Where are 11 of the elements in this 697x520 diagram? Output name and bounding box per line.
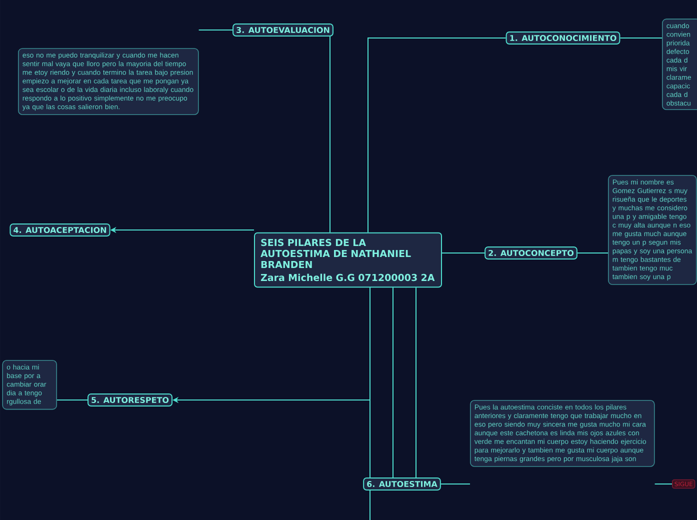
central-topic-box: SEIS PILARES DE LA AUTOESTIMA DE NATHANIEL BRANDEN Zara Michelle G.G 071200003 2A [254,232,442,288]
topic-box: 6. AUTOESTIMA [363,477,441,491]
connector-line [576,252,608,254]
topic-box: 4. AUTOACEPTACION [10,223,110,237]
topic-box: 3. AUTOEVALUACION [232,23,334,37]
topic-box: 5. AUTORESPETO [88,393,172,407]
connector-line [442,252,486,254]
connector-line [392,287,394,478]
connector-line [368,38,506,233]
topic-box: 2. AUTOCONCEPTO [484,246,578,260]
topic-box: 1. AUTOCONOCIMIENTO [506,31,620,45]
